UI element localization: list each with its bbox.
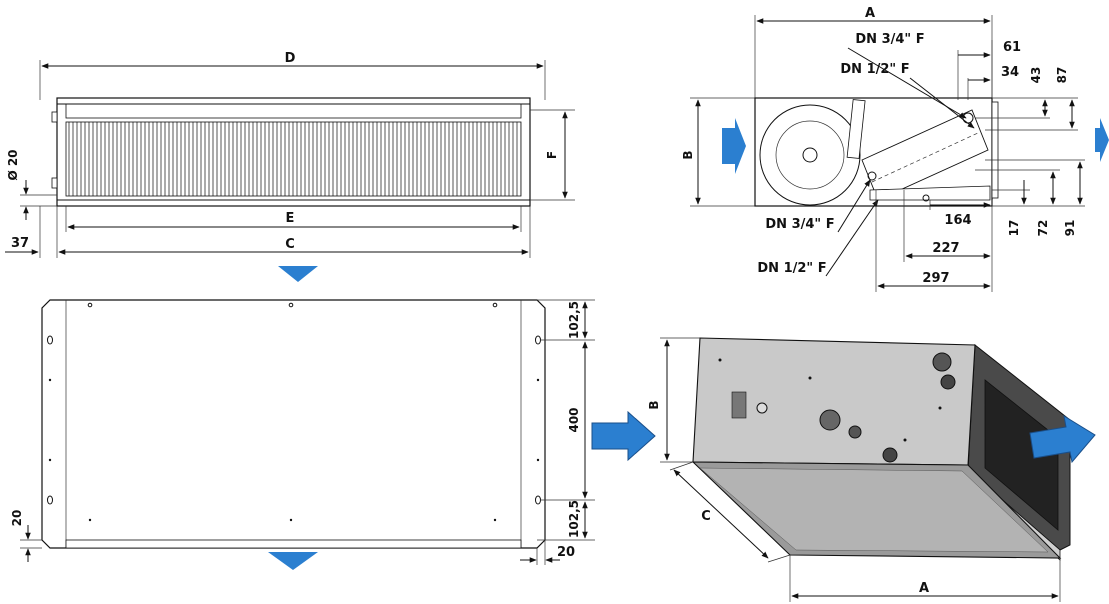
arrow-down-icon [268,552,318,570]
pipe-label-top-1-2: DN 1/2" F [840,62,909,77]
pipe-label-bottom-1-2: DN 1/2" F [757,261,826,276]
arrow-right-icon [1095,118,1109,162]
fan-housing [759,104,861,206]
pipe-label-top-3-4: DN 3/4" F [855,32,924,47]
front-view: D F Ø 20 E C 37 [5,51,575,258]
dim-label-72: 72 [1036,220,1050,237]
dim-label-20-left: 20 [10,510,24,527]
dim-label-c: C [285,237,295,252]
dim-label-f: F [545,151,559,159]
dim-label-164: 164 [944,213,971,228]
dim-label-102-5-bottom: 102,5 [567,500,581,538]
dim-label-b-side: B [681,150,695,159]
arrow-right-icon [591,410,656,462]
dim-label-61: 61 [1003,40,1021,55]
dim-label-43: 43 [1029,67,1043,84]
pipe-label-bottom-3-4: DN 3/4" F [765,217,834,232]
dim-label-c-iso: C [701,509,711,524]
arrow-right-icon [1029,414,1096,464]
top-view: 102,5 400 102,5 20 20 [10,299,595,565]
top-casing [41,299,546,549]
side-section-view: A B DN 3/4" F DN 1/2" F 61 34 [681,6,1109,292]
dim-label-b-iso: B [647,400,661,409]
dim-label-diameter: Ø 20 [6,149,20,180]
dim-label-102-5-top: 102,5 [567,301,581,339]
dim-label-87: 87 [1055,67,1069,84]
dim-label-400: 400 [567,407,581,432]
dim-label-d: D [285,51,296,66]
arrow-down-icon [278,266,318,282]
dim-label-a-iso: A [919,581,929,596]
coil-fins [65,121,522,197]
dim-label-91: 91 [1063,220,1077,237]
dim-label-227: 227 [932,241,959,256]
arrow-right-icon [722,118,746,174]
dim-label-a-side: A [865,6,875,21]
dim-label-e: E [286,211,295,226]
dim-label-17: 17 [1007,220,1021,237]
coil-section [861,109,989,201]
isometric-view: B C A [591,337,1096,602]
dim-label-34: 34 [1001,65,1019,80]
dim-label-37: 37 [11,236,29,251]
dim-label-297: 297 [922,271,949,286]
dim-label-20-bottom: 20 [557,545,575,560]
